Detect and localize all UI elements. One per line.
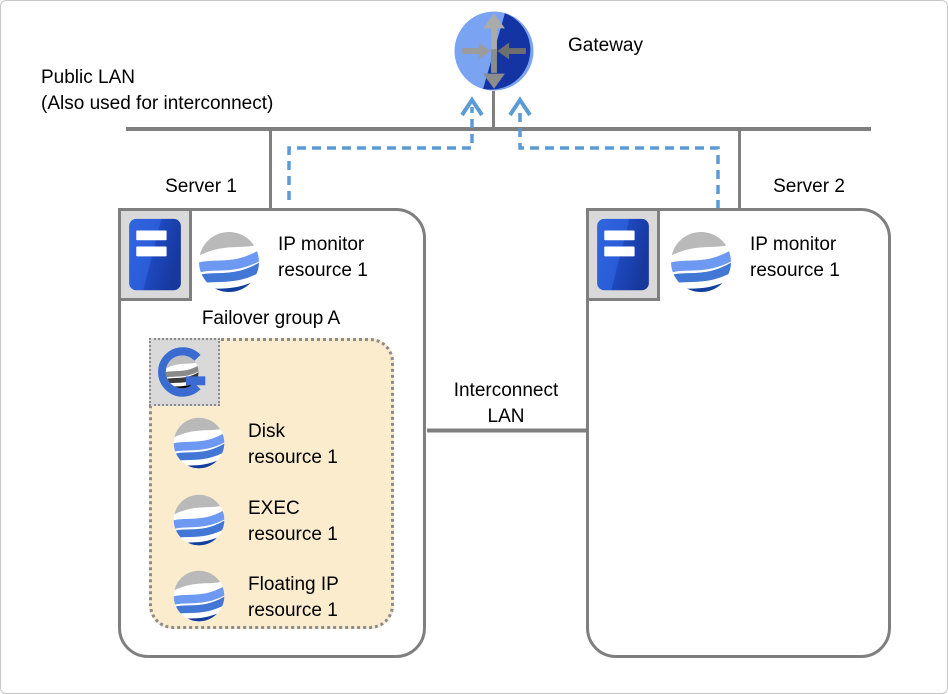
server-tower-icon <box>129 218 181 290</box>
server1-ip-monitor-line1: IP monitor <box>278 234 365 255</box>
failover-group-label: Failover group A <box>201 308 341 329</box>
disk-resource-line2: resource 1 <box>248 447 338 468</box>
monitor-path-server2 <box>518 107 720 209</box>
server1-label: Server 1 <box>165 176 237 197</box>
server2-ip-monitor-line2: resource 1 <box>750 260 840 281</box>
exec-resource-icon <box>172 493 226 547</box>
server2-label: Server 2 <box>773 176 845 197</box>
interconnect-lan-line1: Interconnect <box>453 380 559 401</box>
server1-ip-monitor-label: IP monitor resource 1 <box>278 232 368 284</box>
server-tower-icon <box>597 218 649 290</box>
failover-group-icon <box>149 338 220 406</box>
floating-ip-resource-label: Floating IP resource 1 <box>248 572 339 624</box>
server2-icon <box>586 208 660 301</box>
gateway-label: Gateway <box>568 35 643 56</box>
exec-resource-line1: EXEC <box>248 498 300 519</box>
gateway-router-icon <box>454 11 534 91</box>
interconnect-lan-label: Interconnect LAN <box>436 378 576 430</box>
server2-ip-monitor-line1: IP monitor <box>750 234 837 255</box>
ip-monitor-resource-icon <box>669 230 733 294</box>
group-g-icon <box>157 347 216 397</box>
server1-ip-monitor-line2: resource 1 <box>278 260 368 281</box>
public-lan-label-line2: (Also used for interconnect) <box>41 93 274 114</box>
exec-resource-line2: resource 1 <box>248 524 338 545</box>
monitor-arrowhead-server1 <box>460 96 484 117</box>
public-lan-label-line1: Public LAN <box>41 67 135 88</box>
interconnect-lan-line2: LAN <box>487 406 525 427</box>
monitor-arrowhead-server2 <box>508 96 532 117</box>
monitor-path-server1 <box>287 107 474 200</box>
ip-monitor-resource-icon <box>197 230 261 294</box>
exec-resource-label: EXEC resource 1 <box>248 496 338 548</box>
server2-ip-monitor-label: IP monitor resource 1 <box>750 232 840 284</box>
disk-resource-icon <box>172 416 226 470</box>
disk-resource-label: Disk resource 1 <box>248 419 338 471</box>
public-lan-label: Public LAN (Also used for interconnect) <box>41 65 273 117</box>
floating-ip-resource-icon <box>172 569 226 623</box>
floating-ip-resource-line2: resource 1 <box>248 600 338 621</box>
disk-resource-line1: Disk <box>248 421 285 442</box>
server1-icon <box>118 208 192 301</box>
floating-ip-resource-line1: Floating IP <box>248 574 339 595</box>
